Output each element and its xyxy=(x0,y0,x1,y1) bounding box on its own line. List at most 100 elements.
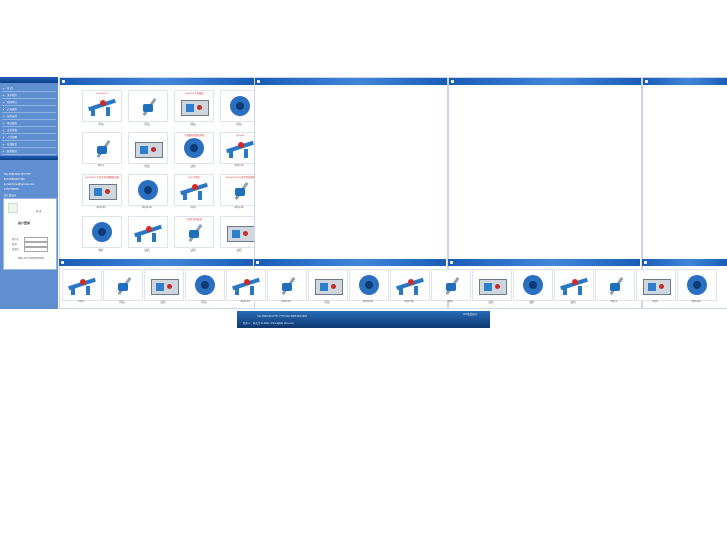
product-caption[interactable]: ZQS xyxy=(190,206,196,209)
sidebar-nav-item[interactable]: 技术支持 xyxy=(2,114,56,120)
marquee-caption[interactable]: 钻机 xyxy=(570,301,576,304)
product-caption[interactable]: ZQS-40 xyxy=(234,164,244,167)
sidebar-nav-item[interactable]: 人才招聘 xyxy=(2,135,56,141)
product-image[interactable] xyxy=(138,180,158,200)
product-thumb[interactable] xyxy=(220,216,260,248)
product-thumb[interactable] xyxy=(128,174,168,206)
marquee-thumb[interactable] xyxy=(390,269,430,301)
marquee-caption[interactable]: ZQS-40 xyxy=(240,300,250,303)
product-caption[interactable]: 风钻 xyxy=(144,123,150,126)
product-image[interactable] xyxy=(479,279,507,295)
product-image[interactable] xyxy=(68,277,96,295)
product-image[interactable] xyxy=(181,100,209,116)
product-image[interactable] xyxy=(180,182,208,200)
product-image[interactable] xyxy=(134,224,162,242)
product-image[interactable] xyxy=(88,98,116,116)
marquee-caption[interactable]: 钻机 xyxy=(160,301,166,304)
product-caption[interactable]: 钻机 xyxy=(144,249,150,252)
product-thumb[interactable] xyxy=(82,132,122,164)
marquee-thumb[interactable] xyxy=(226,269,266,301)
product-image[interactable] xyxy=(227,226,255,242)
marquee-caption[interactable]: ZQS-35 xyxy=(404,300,414,303)
marquee-caption[interactable]: 风钻 xyxy=(119,301,125,304)
password-input[interactable] xyxy=(24,242,48,247)
footer-icp-link[interactable]: ICP备案编号 xyxy=(463,313,478,316)
marquee-caption[interactable]: ZQS xyxy=(447,300,453,303)
product-thumb[interactable]: ZQS 手持式 xyxy=(174,174,214,206)
sidebar-nav-item[interactable]: 首 页 xyxy=(2,86,56,92)
marquee-caption[interactable]: 钻机 xyxy=(488,301,494,304)
product-thumb[interactable]: 气动架柱式钻机系列 xyxy=(174,132,214,164)
product-caption[interactable]: 风动 xyxy=(98,123,104,126)
product-caption[interactable]: MQS-30 xyxy=(142,206,152,209)
marquee-thumb[interactable] xyxy=(103,269,143,301)
product-image[interactable] xyxy=(442,276,462,296)
sidebar-nav-item[interactable]: 企业荣誉 xyxy=(2,128,56,134)
marquee-caption[interactable]: 锚杆 xyxy=(529,301,535,304)
sidebar-nav-item[interactable]: 售后服务 xyxy=(2,121,56,127)
product-image[interactable] xyxy=(230,96,250,116)
product-thumb[interactable]: 气动手持式钻机 xyxy=(174,216,214,248)
product-thumb[interactable]: ZQS-35/1.6 风煤钻 xyxy=(174,90,214,122)
product-caption[interactable]: ZQS-40 xyxy=(234,206,244,209)
product-thumb[interactable] xyxy=(82,216,122,248)
product-image[interactable] xyxy=(231,181,251,201)
product-caption[interactable]: 锚杆 xyxy=(98,249,104,252)
product-image[interactable] xyxy=(195,275,215,295)
product-image[interactable] xyxy=(560,277,588,295)
product-thumb[interactable]: ZQS-40/1.9S 气动手持式钻机 xyxy=(220,174,260,206)
code-input[interactable] xyxy=(24,247,48,252)
product-thumb[interactable] xyxy=(128,132,168,164)
marquee-thumb[interactable] xyxy=(595,269,635,301)
marquee-caption[interactable]: MQS-30 xyxy=(363,300,373,303)
sidebar-nav-item[interactable]: 关于我们 xyxy=(2,93,56,99)
product-image[interactable] xyxy=(89,184,117,200)
marquee-thumb[interactable] xyxy=(636,269,676,301)
marquee-thumb[interactable] xyxy=(349,269,389,301)
product-image[interactable] xyxy=(606,276,626,296)
product-thumb[interactable]: ZQS-50/2.0 气动手持式帮锚杆钻机 xyxy=(82,174,122,206)
product-caption[interactable]: 钻机 xyxy=(190,165,196,168)
product-image[interactable] xyxy=(396,277,424,295)
product-image[interactable] xyxy=(151,279,179,295)
product-caption[interactable]: 风镐 xyxy=(144,165,150,168)
marquee-caption[interactable]: ZQS-50 xyxy=(281,300,291,303)
marquee-thumb[interactable] xyxy=(472,269,512,301)
sidebar-nav-item[interactable]: 在线留言 xyxy=(2,142,56,148)
product-image[interactable] xyxy=(114,276,134,296)
product-image[interactable] xyxy=(139,97,159,117)
login-button-top[interactable]: 登 录 xyxy=(36,210,42,213)
product-thumb[interactable] xyxy=(128,216,168,248)
username-input[interactable] xyxy=(24,237,48,242)
sidebar-nav-item[interactable]: 联系我们 xyxy=(2,149,56,155)
marquee-thumb[interactable] xyxy=(267,269,307,301)
product-image[interactable] xyxy=(135,142,163,158)
product-caption[interactable]: MQ-1 xyxy=(97,164,105,167)
product-image[interactable] xyxy=(226,140,254,158)
product-caption[interactable]: 钻机 xyxy=(236,249,242,252)
product-image[interactable] xyxy=(184,138,204,158)
marquee-caption[interactable]: 风钻 xyxy=(324,301,330,304)
marquee-thumb[interactable] xyxy=(431,269,471,301)
marquee-thumb[interactable] xyxy=(185,269,225,301)
marquee-thumb[interactable] xyxy=(308,269,348,301)
marquee-thumb[interactable] xyxy=(554,269,594,301)
product-thumb[interactable]: ZQS-50/2.0 xyxy=(82,90,122,122)
marquee-thumb[interactable] xyxy=(144,269,184,301)
product-image[interactable] xyxy=(643,279,671,295)
marquee-caption[interactable]: 风动 xyxy=(201,301,207,304)
product-image[interactable] xyxy=(315,279,343,295)
marquee-thumb[interactable] xyxy=(677,269,717,301)
product-image[interactable] xyxy=(687,275,707,295)
product-image[interactable] xyxy=(92,222,112,242)
product-caption[interactable]: 煤钻 xyxy=(190,123,196,126)
marquee-caption[interactable]: MQ-1 xyxy=(610,300,618,303)
product-image[interactable] xyxy=(359,275,379,295)
product-image[interactable] xyxy=(278,276,298,296)
product-thumb[interactable]: ZQS-40 xyxy=(220,132,260,164)
sidebar-nav-item[interactable]: 新闻中心 xyxy=(2,100,56,106)
product-caption[interactable]: ZQS-50 xyxy=(96,206,106,209)
sidebar-nav-item[interactable]: 产品展示 xyxy=(2,107,56,113)
contact-email[interactable]: E-mail:chimei@vip.sina.com xyxy=(4,183,35,186)
marquee-thumb[interactable] xyxy=(513,269,553,301)
